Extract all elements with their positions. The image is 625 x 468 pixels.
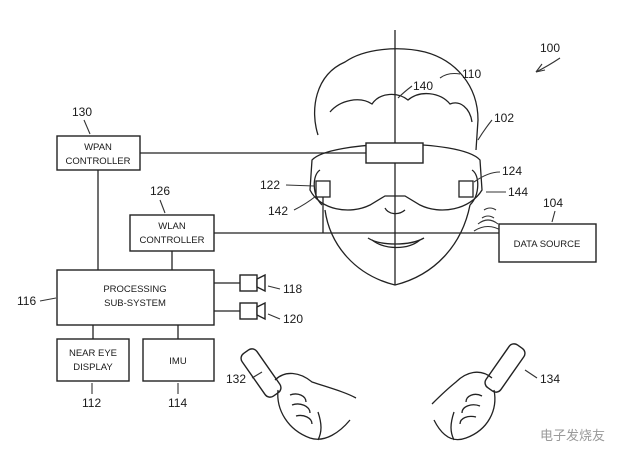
- ref-132-leader: [251, 371, 263, 379]
- ref-126-leader: [159, 199, 166, 214]
- ref-114: 114: [168, 396, 187, 410]
- processing-subsystem-box: [56, 269, 215, 326]
- ref-132: 132: [226, 372, 246, 386]
- ref-110-leader: [439, 72, 461, 79]
- ref-142: 142: [268, 204, 288, 218]
- right-hand-controller: [431, 343, 526, 441]
- ref-142-leader: [293, 195, 317, 211]
- wpan-controller-box: [56, 135, 141, 171]
- wlan-controller-box: [129, 214, 215, 252]
- headset-goggles: [309, 142, 483, 211]
- near-eye-display-box: [56, 338, 130, 382]
- right-camera-sensor: [458, 180, 474, 198]
- user-head: [313, 48, 479, 286]
- ref-104: 104: [543, 196, 563, 210]
- ref-112: 112: [82, 396, 101, 410]
- figure-number-arrow: [535, 57, 561, 73]
- ref-140-leader: [397, 85, 413, 99]
- data-source-label: DATA SOURCE: [514, 239, 581, 250]
- ref-130-leader: [83, 119, 91, 135]
- ref-120: 120: [283, 312, 303, 326]
- connection-lines: [92, 152, 499, 339]
- ref-124: 124: [502, 164, 522, 178]
- camera-118-icon: [239, 273, 266, 293]
- ref-126: 126: [150, 184, 170, 198]
- wireless-signal-icon: [473, 207, 503, 232]
- ref-116-leader: [39, 297, 57, 302]
- ref-102-leader: [477, 119, 493, 141]
- ref-144: 144: [508, 185, 528, 199]
- near-eye-line1: NEAR EYE: [69, 348, 117, 359]
- ref-118: 118: [283, 282, 302, 296]
- figure-number: 100: [540, 41, 560, 55]
- watermark: 电子发烧友: [540, 428, 605, 444]
- wpan-line2: CONTROLLER: [66, 156, 131, 167]
- ref-122: 122: [260, 178, 280, 192]
- ref-130: 130: [72, 105, 92, 119]
- ref-118-leader: [267, 285, 281, 290]
- processing-line1: PROCESSING: [103, 284, 166, 295]
- camera-120-icon: [239, 301, 266, 321]
- ref-134: 134: [540, 372, 560, 386]
- display-unit: [365, 142, 424, 164]
- processing-line2: SUB-SYSTEM: [104, 298, 166, 309]
- ref-104-leader: [551, 210, 556, 223]
- left-camera-sensor: [315, 180, 331, 198]
- ref-120-leader: [267, 313, 281, 320]
- wlan-line2: CONTROLLER: [140, 235, 205, 246]
- data-source-box: [498, 223, 597, 263]
- near-eye-line2: DISPLAY: [73, 362, 113, 373]
- ref-140: 140: [413, 79, 433, 93]
- ref-124-leader: [473, 171, 501, 183]
- ref-102: 102: [494, 111, 514, 125]
- figure-number-arrowhead: [535, 63, 546, 73]
- left-hand-controller: [240, 348, 357, 441]
- ref-116: 116: [17, 294, 36, 308]
- imu-label: IMU: [169, 356, 187, 367]
- wpan-line1: WPAN: [84, 142, 112, 153]
- ref-134-leader: [524, 369, 538, 379]
- ref-110: 110: [462, 67, 481, 81]
- wlan-line1: WLAN: [158, 221, 186, 232]
- ref-122-leader: [285, 184, 315, 187]
